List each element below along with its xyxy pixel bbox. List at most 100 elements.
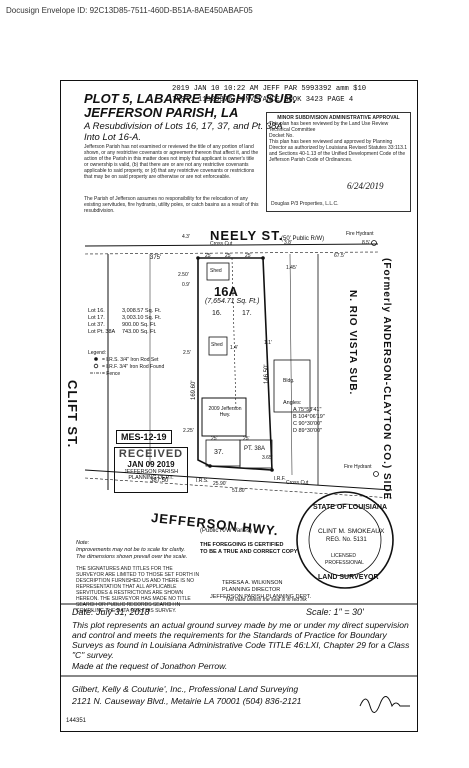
surveyor-disclaimer: THE SIGNATURES AND TITLES FOR THE SURVEY… [76,566,200,614]
legend-item: = I.R.S. 3/4" Iron Rod Set [102,357,159,363]
bldg-label: Bldg. [283,378,295,384]
dim-label: 3.8' [284,240,292,246]
fire-hydrant-icon [373,471,379,477]
recording-line-2: INST. 11929376 CONVEYANCE BOOK 3423 PAGE… [172,96,354,104]
certification-line: TO BE A TRUE AND CORRECT COPY [200,549,298,555]
seal-land-surveyor: LAND SURVEYOR [318,574,379,581]
shed-mid [208,336,228,356]
angle-item: D 89°30'00" [293,428,323,434]
lot-38a [239,439,273,469]
survey-sheet [60,80,418,732]
legend-irf-symbol [93,363,99,369]
legend: Legend: = I.R.S. 3/4" Iron Rod Set = I.R… [88,350,164,378]
cross-cut-label: Cross Cut [210,241,233,247]
approval-line: Docket No. [269,133,294,139]
seal-name: CLINT M. SMOKEAUX [318,528,385,535]
lot-16a-area: (7,654.71 Sq. Ft.) [205,298,260,305]
mes-stamp: MES-12-19 [116,430,172,444]
neely-street-line [84,243,379,247]
survey-request: Made at the request of Jonathon Perrow. [72,661,228,671]
shed-label: Shed [210,268,222,274]
dim-label: 1.45' [286,265,297,271]
dim-label: 25' [243,436,250,442]
house-label: 2009 Jefferson Hwy. [208,406,242,418]
legend-item: = I.R.F. 3/4" Iron Rod Found [102,364,165,370]
dim-label: 25' [211,436,218,442]
shed-label: Shed [211,342,223,348]
seal-reg: REG. No. 5131 [326,537,367,543]
irs-label: I.R.S. [196,478,209,484]
fire-hydrant-icon [371,240,377,246]
dim-label: 25' [245,253,252,259]
company-address: 2121 N. Causeway Blvd., Metairie LA 7000… [72,696,302,706]
envelope-id: Docusign Envelope ID: 92C13D85-7511-460D… [6,6,253,15]
notes-heading: Note: [76,540,90,546]
survey-date: Date: July 31, 2018 [72,607,150,617]
angle-item: B 104°06'19" [293,414,325,420]
approval-owner: Douglas P/3 Properties, L.L.C. [271,201,339,207]
iron-rod-marker [208,464,212,468]
jefferson-hwy-row: (Public R/W Varies) [200,528,252,534]
dim-label: 2.50' [178,272,189,278]
legend-heading: Legend: [88,350,107,356]
notes-block: Note: Improvements may not be to scale f… [76,540,200,561]
surveyor-signature [359,696,410,713]
anderson-clayton-label: (Formerly ANDERSON-CLAYTON CO.) SIDE [381,258,392,501]
survey-scale: Scale: 1" = 30' [306,607,364,617]
recording-line-1: 2019 JAN 10 10:22 AM JEFF PAR 5993392 am… [172,85,367,93]
angle-item: C 90°30'00" [293,421,323,427]
dim-label: 375' [150,255,162,261]
received-stamp: RECEIVED JAN 09 2019 JEFFERSON PARISH PL… [114,447,188,493]
survey-statement: This plot represents an actual ground su… [72,620,410,660]
plot-title: PLOT 5, LABARRE HEIGHTS SUB. [84,91,297,106]
area-row: Lot 37.900.00 Sq. Ft. [88,322,157,328]
dim-label: 25' [225,253,232,259]
certifier-name: TERESA A. WILKINSON [222,580,283,586]
received-dept: JEFFERSON PARISH [123,469,179,475]
certification-line: THE FOREGOING IS CERTIFIED [200,542,284,548]
lot-38a-label: PT. 38A [244,446,266,452]
dim-label: 387.50' [150,478,170,484]
received-date: JAN 09 2019 [127,460,175,469]
fire-hydrant-label: Fire Hydrant [344,464,372,470]
surveyor-seal [296,491,394,589]
angle-item: A 75°53'41" [293,407,322,413]
dim-label: 25' [205,253,212,259]
fire-hydrant-label: Fire Hydrant [346,231,374,237]
neely-street-label: NEELY ST. [210,228,284,243]
approval-heading: MINOR SUBDIVISION ADMINISTRATIVE APPROVA… [277,115,400,121]
rio-vista-label: N. RIO VISTA SUB. [347,290,358,396]
dim-label: 51.80' [232,488,246,494]
seal-note: Not valid unless the seal is in red ink [226,597,307,603]
received-dept-2: PLANNING DEPT. [128,475,174,481]
jefferson-hwy-line [84,469,393,491]
dim-label: 67.5' [334,253,345,259]
seal-state: STATE OF LOUISIANA [313,504,388,511]
irf-label: I.R.F. [274,476,286,482]
approval-line: This plan has been reviewed by the Land … [269,121,389,133]
areas-table: Lot 16.3,008.57 Sq. Ft. Lot 17.3,003.10 … [88,308,161,336]
dim-label: 4.3' [182,234,190,240]
seal-profession: PROFESSIONAL [325,560,364,566]
resubdivision-text: A Resubdivision of Lots 16, 17, 37, and … [84,121,283,132]
company-name: Gilbert, Kelly & Couturie', Inc., Profes… [72,684,299,694]
iron-rod-marker [196,256,200,260]
neely-street-line-2 [84,251,379,255]
building [273,359,311,413]
certifier-title: PLANNING DIRECTOR [222,587,281,593]
iron-rod-marker [270,468,274,472]
angles-table: Angles: A 75°53'41" B 104°06'19" C 90°30… [283,400,325,435]
received-text: RECEIVED [118,448,184,460]
adjacent-lot-line [289,253,293,476]
approval-line: Director as authorized by Louisiana Revi… [269,145,408,151]
dim-label: 0.9' [182,282,190,288]
angles-heading: Angles: [283,400,302,406]
dim-label: 3.65' [262,455,273,461]
neely-row-label: (50' Public R/W) [281,236,325,242]
notes-line: The dimensions shown prevail over the sc… [76,554,188,560]
dim-label: 25.90' [213,481,227,487]
area-row: Lot 17.3,003.10 Sq. Ft. [88,315,162,321]
disclaimer-paragraph-2: The Parish of Jefferson assumes no respo… [84,196,259,214]
